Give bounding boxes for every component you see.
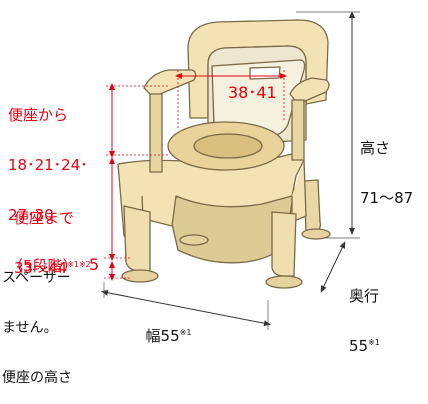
spacer-line3: 便座の高さ bbox=[2, 370, 72, 387]
left-armrest bbox=[143, 69, 197, 97]
spacer-line2: ません。 bbox=[2, 319, 58, 336]
rear-right-leg bbox=[303, 179, 322, 233]
front-left-leg bbox=[123, 205, 151, 272]
total-height-value: 71〜87 bbox=[360, 188, 414, 207]
foot-fl bbox=[121, 269, 159, 283]
seat-adjust-line4: （5段階） bbox=[8, 256, 78, 275]
right-arm-pole bbox=[291, 99, 305, 161]
depth-value: 55 bbox=[349, 336, 369, 355]
total-height-title: 高さ bbox=[360, 138, 391, 157]
depth-title: 奥行 bbox=[349, 286, 380, 305]
width-label: 幅55※1 bbox=[136, 311, 192, 345]
depth-label: 奥行 55※1 bbox=[349, 254, 380, 372]
right-armrest bbox=[289, 77, 330, 105]
seat-adjust-label: 便座から 18･21･24･ 27･30 （5段階） bbox=[8, 73, 88, 291]
front-right-leg bbox=[271, 211, 297, 277]
seat-height-note: ※1※2 bbox=[67, 259, 91, 269]
width-note: ※1 bbox=[179, 327, 192, 337]
foot-rr bbox=[301, 228, 331, 240]
chair-illustration bbox=[117, 19, 331, 289]
seat-opening-label: 38･41 bbox=[228, 83, 277, 102]
spacer-value: 5 bbox=[89, 255, 100, 274]
seat-adjust-line3: 27･30 bbox=[8, 206, 54, 225]
foot-rl bbox=[179, 234, 209, 246]
portable-toilet-diagram bbox=[101, 11, 360, 330]
foot-fr bbox=[265, 275, 303, 289]
seat-height-line1: 便座まで bbox=[14, 208, 75, 227]
depth-note: ※1 bbox=[368, 337, 380, 347]
seat-height-label: 便座まで 33〜44※1※2 bbox=[14, 176, 91, 294]
total-height-label: 高さ 71〜87 bbox=[360, 106, 413, 224]
seat-hole bbox=[193, 133, 263, 159]
seat-height-value-row: 33〜44※1※2 bbox=[14, 260, 91, 277]
spacer-label: スペーサー ません。 便座の高さ bbox=[2, 236, 72, 404]
left-arm-pole bbox=[149, 93, 163, 173]
depth-value-row: 55※1 bbox=[349, 338, 380, 355]
dimension-lines bbox=[101, 11, 360, 330]
seat-adjust-line1: 便座から bbox=[8, 105, 69, 124]
spacer-line1: スペーサー bbox=[2, 269, 71, 286]
width-value: 幅55 bbox=[145, 326, 180, 345]
seat-height-value: 33〜44 bbox=[14, 258, 68, 277]
seat-adjust-line2: 18･21･24･ bbox=[8, 155, 88, 174]
